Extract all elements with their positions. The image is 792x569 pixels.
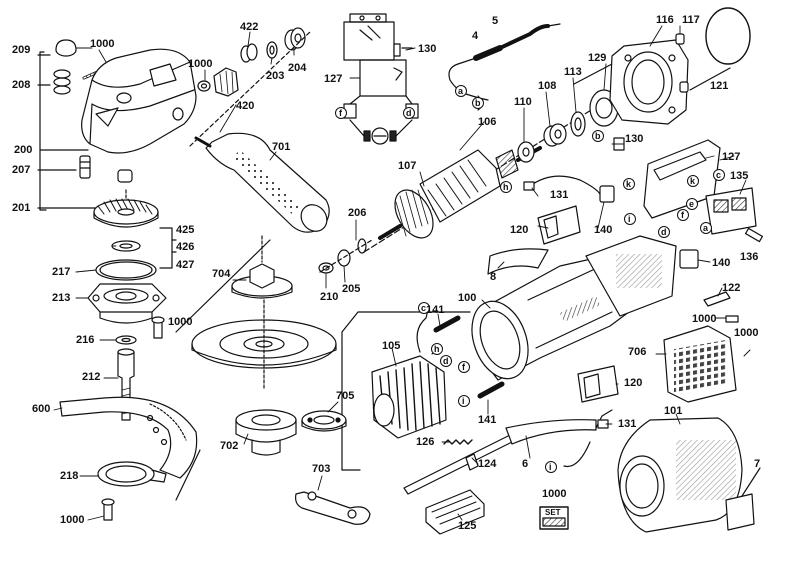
wire-tag-b: b: [475, 98, 481, 108]
part-label-704: 704: [212, 268, 231, 280]
wire-tag-h-2: h: [434, 344, 440, 354]
part-label-140: 140: [594, 224, 613, 236]
part-label-127-b: 127: [722, 151, 741, 163]
part-label-140-b: 140: [712, 257, 731, 269]
part-label-1000-e: 1000: [692, 313, 717, 325]
wire-tag-h: h: [503, 182, 509, 192]
part-label-1000: 1000: [90, 38, 115, 50]
part-label-217: 217: [52, 266, 71, 278]
part-label-135: 135: [730, 170, 749, 182]
part-label-210: 210: [320, 291, 339, 303]
part-label-209: 209: [12, 44, 31, 56]
part-label-212: 212: [82, 371, 101, 383]
part-label-136: 136: [740, 251, 759, 263]
wire-tag-f: f: [339, 108, 342, 118]
part-label-426: 426: [176, 241, 195, 253]
part-label-129: 129: [588, 52, 607, 64]
part-label-113: 113: [564, 66, 582, 78]
part-label-127: 127: [324, 73, 343, 85]
part-label-141: 141: [426, 304, 445, 316]
part-label-130-b: 130: [625, 133, 644, 145]
wire-tag-a: a: [458, 86, 464, 96]
part-label-4: 4: [472, 30, 479, 42]
part-label-116: 116: [656, 14, 674, 26]
part-label-427: 427: [176, 259, 195, 271]
wire-tag-f-2: f: [681, 210, 684, 220]
part-label-100: 100: [458, 292, 477, 304]
part-label-110: 110: [514, 96, 532, 108]
part-label-107: 107: [398, 160, 417, 172]
part-label-131: 131: [550, 189, 569, 201]
part-label-701: 701: [272, 141, 291, 153]
wire-tag-i: i: [628, 214, 631, 224]
part-label-207: 207: [12, 164, 31, 176]
part-label-131-b: 131: [618, 418, 637, 430]
part-label-1000-f: 1000: [734, 327, 759, 339]
part-label-702: 702: [220, 440, 239, 452]
part-label-203: 203: [266, 70, 285, 82]
wire-tag-f-3: f: [462, 362, 465, 372]
wire-tag-i-2: i: [462, 396, 465, 406]
wire-tag-a-2: a: [703, 223, 709, 233]
part-label-130: 130: [418, 43, 437, 55]
part-label-706: 706: [628, 346, 647, 358]
wire-tag-k-2: k: [690, 176, 696, 186]
wire-tag-e: e: [689, 199, 695, 209]
set-box-label: SET: [545, 508, 561, 517]
wire-tag-d-3: d: [443, 356, 449, 366]
part-label-106: 106: [478, 116, 497, 128]
part-label-117: 117: [682, 14, 700, 26]
part-label-5: 5: [492, 15, 499, 27]
wire-tag-c: c: [716, 170, 722, 180]
wire-tag-d-2: d: [661, 227, 667, 237]
part-label-101: 101: [664, 405, 683, 417]
part-label-422: 422: [240, 21, 259, 33]
part-label-122: 122: [722, 282, 741, 294]
part-label-1000-g: 1000: [542, 488, 567, 500]
wire-tag-b-2: b: [595, 131, 601, 141]
wire-tag-c-2: c: [421, 303, 427, 313]
part-label-120-b: 120: [624, 377, 643, 389]
part-label-216: 216: [76, 334, 95, 346]
part-label-703: 703: [312, 463, 331, 475]
part-label-425: 425: [176, 224, 195, 236]
part-label-218: 218: [60, 470, 79, 482]
part-label-126: 126: [416, 436, 435, 448]
wire-tag-k: k: [626, 179, 632, 189]
part-label-705: 705: [336, 390, 355, 402]
part-label-600: 600: [32, 403, 51, 415]
wire-tag-i-3: i: [549, 462, 552, 472]
part-label-1000-c: 1000: [168, 316, 193, 328]
part-label-420: 420: [236, 100, 255, 112]
part-label-208: 208: [12, 79, 31, 91]
part-label-205: 205: [342, 283, 361, 295]
part-label-206: 206: [348, 207, 367, 219]
part-label-120: 120: [510, 224, 529, 236]
part-label-1000-b: 1000: [188, 58, 213, 70]
part-label-105: 105: [382, 340, 401, 352]
part-label-1000-d: 1000: [60, 514, 85, 526]
wire-tag-d: d: [406, 108, 412, 118]
part-label-200: 200: [14, 144, 33, 156]
part-label-7: 7: [754, 458, 761, 470]
part-label-121: 121: [710, 80, 729, 92]
part-label-204: 204: [288, 62, 307, 74]
part-label-125: 125: [458, 520, 477, 532]
part-label-201: 201: [12, 202, 31, 214]
part-label-108: 108: [538, 80, 557, 92]
part-label-8: 8: [490, 271, 497, 283]
part-label-6: 6: [522, 458, 529, 470]
part-label-124: 124: [478, 458, 497, 470]
part-label-213: 213: [52, 292, 71, 304]
part-label-141-b: 141: [478, 414, 497, 426]
